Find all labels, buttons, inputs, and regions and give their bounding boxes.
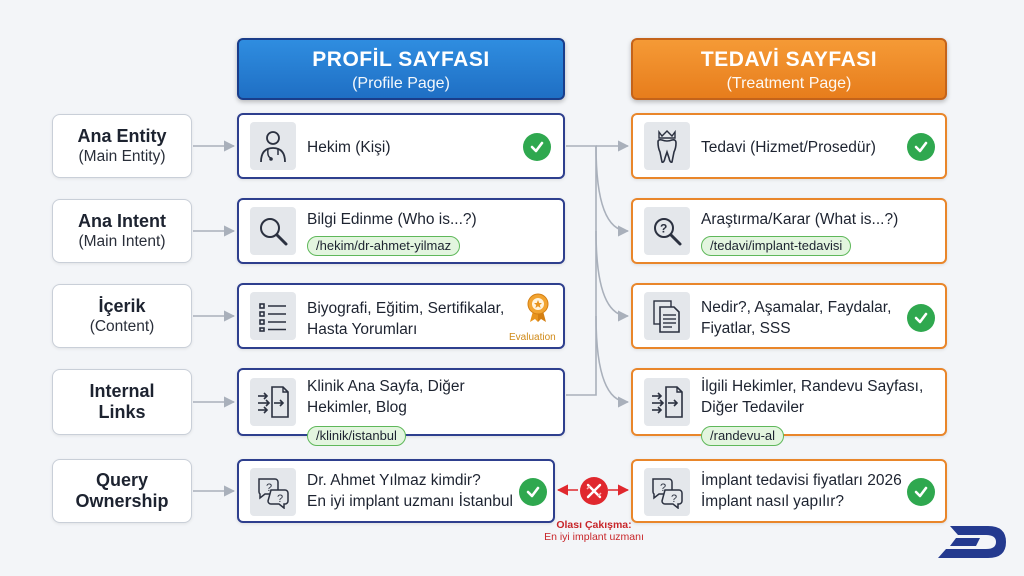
bus-line — [566, 145, 597, 396]
treatment-header-subtitle: (Treatment Page) — [726, 75, 852, 92]
question-bubbles-icon: ?? — [644, 468, 690, 516]
card-text: İlgili Hekimler, Randevu Sayfası, Diğer … — [701, 378, 924, 416]
row-label-title: Internal Links — [89, 381, 155, 422]
card-text: Tedavi (Hizmet/Prosedür) — [701, 139, 876, 156]
row-label-query-ownership: Query Ownership — [52, 459, 192, 523]
profile-header-subtitle: (Profile Page) — [352, 75, 450, 92]
card-text: Hekim (Kişi) — [307, 139, 391, 156]
conflict-detail: En iyi implant uzmanı — [544, 531, 644, 543]
card-text: İmplant tedavisi fiyatları 2026 İmplant … — [701, 472, 902, 510]
url-pill[interactable]: /tedavi/implant-tedavisi — [701, 236, 852, 256]
card-text: Biyografi, Eğitim, Sertifikalar, Hasta Y… — [307, 300, 505, 338]
card-text: Araştırma/Karar (What is...?) — [701, 211, 899, 228]
url-pill[interactable]: /hekim/dr-ahmet-yilmaz — [307, 236, 461, 256]
conflict-icon — [580, 477, 608, 505]
profile-card-query: ?? Dr. Ahmet Yılmaz kimdir? En iyi impla… — [237, 459, 555, 523]
arrow-treat-3 — [595, 230, 630, 322]
card-text: Dr. Ahmet Yılmaz kimdir? En iyi implant … — [307, 472, 513, 510]
check-icon — [907, 478, 935, 506]
row-label-internal-links: Internal Links — [52, 369, 192, 435]
profile-header-title: PROFİL SAYFASI — [312, 48, 490, 71]
brand-logo — [938, 526, 1006, 558]
tooth-icon — [644, 122, 690, 170]
arrow-treat-2 — [595, 145, 630, 237]
profile-card-content: Biyografi, Eğitim, Sertifikalar, Hasta Y… — [237, 283, 565, 349]
treatment-card-content: Nedir?, Aşamalar, Faydalar, Fiyatlar, SS… — [631, 283, 947, 349]
row-label-subtitle: (Main Entity) — [78, 148, 166, 165]
evaluation-label: Evaluation — [509, 332, 556, 343]
card-text: Nedir?, Aşamalar, Faydalar, Fiyatlar, SS… — [701, 299, 892, 337]
svg-text:?: ? — [671, 493, 677, 505]
magnifier-icon — [250, 207, 296, 255]
treatment-card-intent: ? Araştırma/Karar (What is...?) /tedavi/… — [631, 198, 947, 264]
documents-icon — [644, 292, 690, 340]
row-label-main-entity: Ana Entity (Main Entity) — [52, 114, 192, 178]
svg-text:?: ? — [266, 482, 272, 494]
check-icon — [523, 133, 551, 161]
check-icon — [519, 478, 547, 506]
conflict-title: Olası Çakışma: — [556, 519, 632, 531]
link-document-icon — [250, 378, 296, 426]
doctor-icon — [250, 122, 296, 170]
svg-text:?: ? — [660, 222, 667, 236]
row-label-subtitle: (Content) — [89, 318, 155, 335]
award-badge-icon — [527, 293, 549, 322]
row-label-subtitle: (Main Intent) — [78, 233, 166, 250]
treatment-card-entity: Tedavi (Hizmet/Prosedür) — [631, 113, 947, 179]
card-text: Bilgi Edinme (Who is...?) — [307, 211, 477, 228]
arrow-treat-4 — [595, 315, 630, 408]
list-icon — [250, 292, 296, 340]
row-label-title: Query Ownership — [75, 470, 169, 511]
row-label-main-intent: Ana Intent (Main Intent) — [52, 199, 192, 263]
profile-card-intent: Bilgi Edinme (Who is...?) /hekim/dr-ahme… — [237, 198, 565, 264]
treatment-header-title: TEDAVİ SAYFASI — [700, 48, 878, 71]
profile-card-links: Klinik Ana Sayfa, Diğer Hekimler, Blog /… — [237, 368, 565, 446]
link-document-icon — [644, 378, 690, 426]
check-icon — [907, 304, 935, 332]
profile-page-header: PROFİL SAYFASI (Profile Page) — [237, 38, 565, 100]
check-icon — [907, 133, 935, 161]
treatment-card-links: İlgili Hekimler, Randevu Sayfası, Diğer … — [631, 368, 947, 446]
card-text: Klinik Ana Sayfa, Diğer Hekimler, Blog — [307, 378, 465, 416]
conflict-label: Olası Çakışma: En iyi implant uzmanı — [538, 519, 650, 543]
treatment-page-header: TEDAVİ SAYFASI (Treatment Page) — [631, 38, 947, 100]
treatment-card-query: ?? İmplant tedavisi fiyatları 2026 İmpla… — [631, 459, 947, 523]
row-label-content: İçerik (Content) — [52, 284, 192, 348]
row-label-title: Ana Intent — [78, 211, 166, 231]
row-label-title: İçerik — [98, 296, 146, 316]
question-magnifier-icon: ? — [644, 207, 690, 255]
row-label-title: Ana Entity — [77, 126, 167, 146]
question-bubbles-icon: ?? — [250, 468, 296, 516]
url-pill[interactable]: /klinik/istanbul — [307, 426, 406, 446]
svg-text:?: ? — [277, 493, 283, 505]
url-pill[interactable]: /randevu-al — [701, 426, 785, 446]
profile-card-entity: Hekim (Kişi) — [237, 113, 565, 179]
svg-text:?: ? — [660, 482, 666, 494]
